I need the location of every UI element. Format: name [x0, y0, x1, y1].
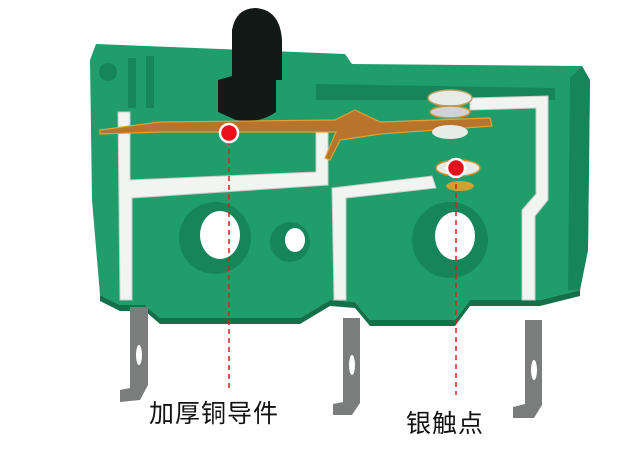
copper-conductor	[99, 109, 493, 161]
callout-copper-conductor	[218, 122, 240, 388]
actuator-plunger	[218, 8, 282, 121]
marker-dot-silver	[445, 157, 467, 179]
callout-silver-contact	[445, 157, 467, 395]
label-copper-conductor: 加厚铜导件	[149, 399, 280, 428]
label-silver-contact: 银触点	[406, 409, 485, 438]
terminal-pins	[120, 307, 542, 418]
marker-dot-copper	[218, 122, 240, 144]
terminals	[117, 95, 549, 301]
